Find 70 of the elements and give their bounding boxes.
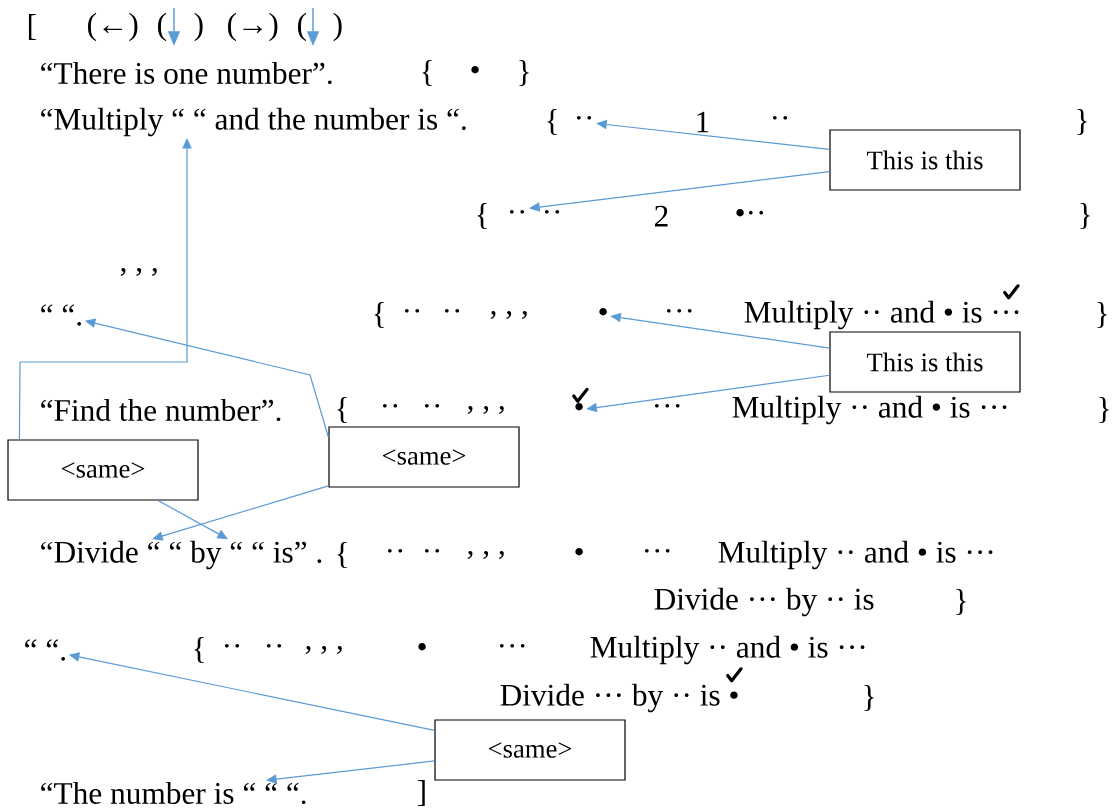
text-label: ·· (424, 548, 440, 553)
text-label: { (547, 109, 557, 135)
text-label: • (599, 307, 607, 316)
text-label: ·· (576, 115, 592, 120)
text-label: , , , (120, 268, 157, 276)
text-label: } (519, 60, 529, 86)
text-label: “ “. (41, 304, 82, 326)
arrow (529, 171, 830, 212)
text-label: • (575, 547, 583, 556)
arrow (152, 485, 329, 541)
text-label: ( (158, 12, 167, 42)
text-label: 1 (697, 111, 709, 133)
text-label: ) (194, 12, 203, 42)
text-label: } (1077, 109, 1087, 135)
text-label: , , , (490, 311, 527, 319)
text-label: [ (28, 14, 36, 40)
text-label: •·· (736, 208, 764, 217)
text-label: 2 (655, 205, 668, 227)
text-label: { (337, 542, 347, 568)
text-label: , , , (305, 646, 342, 654)
text-label: { (337, 397, 347, 423)
text-label: “Find the number”. (41, 398, 281, 422)
text-label: ·· (509, 209, 525, 214)
callout-box: <same> (328, 426, 520, 488)
text-label: ··· (499, 643, 525, 648)
text-label: , , , (467, 551, 504, 559)
text-label: ·· (444, 308, 460, 313)
text-label: Multiply ·· and • is ··· (718, 540, 993, 570)
text-label: ·· (266, 643, 282, 648)
text-label: Divide ··· by ·· is • (500, 683, 738, 713)
callout-box: <same> (7, 439, 199, 501)
text-label: { (194, 637, 204, 663)
callout-box: <same> (434, 719, 626, 781)
text-label: ] (417, 780, 425, 806)
text-label: “ “. (25, 639, 66, 661)
text-label: ··· (644, 548, 670, 553)
text-label: “There is one number”. (41, 61, 332, 85)
text-label: ·· (545, 209, 560, 214)
text-label: “Divide “ “ by “ “ is” . (41, 540, 322, 570)
text-label: Multiply ·· and • is ··· (590, 635, 865, 665)
text-label: ··· (667, 308, 692, 313)
text-label: } (1099, 397, 1109, 423)
text-label: • (471, 65, 479, 74)
arrow (266, 760, 435, 784)
text-label: “Multiply “ “ and the number is “. (41, 107, 466, 137)
text-label: ·· (387, 548, 403, 553)
text-label: } (864, 685, 874, 711)
text-label: ·· (224, 643, 240, 648)
text-label: ·· (404, 308, 420, 313)
text-label: { (422, 60, 432, 86)
text-label: ) (333, 12, 342, 42)
text-label: ··· (654, 403, 680, 408)
text-label: { (374, 302, 384, 328)
text-label: “The number is “ “ “. (41, 781, 306, 805)
text-label: } (956, 589, 966, 615)
callout-box: This is this (829, 129, 1021, 191)
text-label: } (1080, 203, 1090, 229)
text-label: (←) (88, 12, 138, 42)
arrow (157, 500, 228, 540)
text-label: } (1097, 302, 1107, 328)
text-label: Divide ··· by ·· is (654, 587, 874, 617)
callout-box: This is this (829, 331, 1021, 393)
text-label: Multiply ·· and • is ··· (744, 300, 1019, 330)
text-label: ( (298, 12, 307, 42)
text-label: • (418, 642, 426, 651)
text-label: Multiply ·· and • is ··· (732, 395, 1007, 425)
text-label: (→) (228, 12, 278, 42)
text-label: ·· (773, 115, 788, 120)
text-label: • (575, 402, 583, 411)
text-label: { (477, 203, 487, 229)
